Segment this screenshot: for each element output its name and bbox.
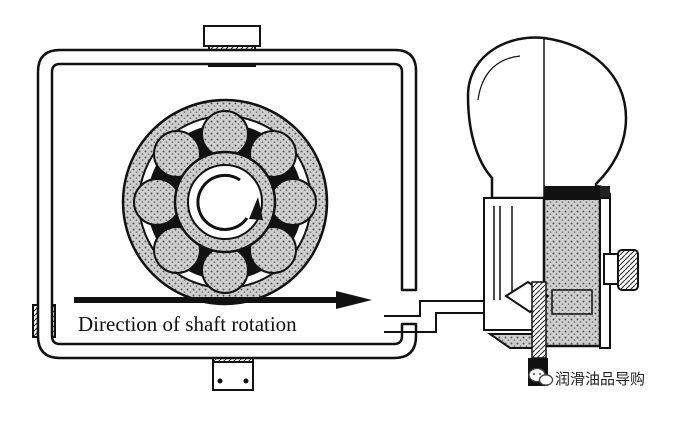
ball (201, 246, 249, 294)
rolling-bearing (121, 98, 329, 306)
bearing-housing (36, 48, 418, 360)
ball-set (133, 110, 317, 294)
direction-arrow (74, 291, 372, 309)
ball (201, 110, 249, 158)
ball (249, 226, 297, 274)
oil-feed-pipe (384, 300, 498, 333)
rotation-arrow (196, 173, 249, 231)
ball (133, 178, 181, 226)
ball (153, 130, 201, 178)
watermark: 润滑油品导购 (528, 367, 647, 390)
adjustment-knob (603, 249, 639, 291)
oiler-reservoir (466, 36, 628, 200)
wechat-icon (528, 367, 554, 386)
ball (249, 130, 297, 178)
ball (153, 226, 201, 274)
watermark-text: 润滑油品导购 (555, 370, 645, 388)
rotation-arrowhead (249, 197, 263, 220)
ball (269, 178, 317, 226)
direction-caption: Direction of shaft rotation (78, 312, 297, 336)
oiler-body (483, 186, 611, 386)
